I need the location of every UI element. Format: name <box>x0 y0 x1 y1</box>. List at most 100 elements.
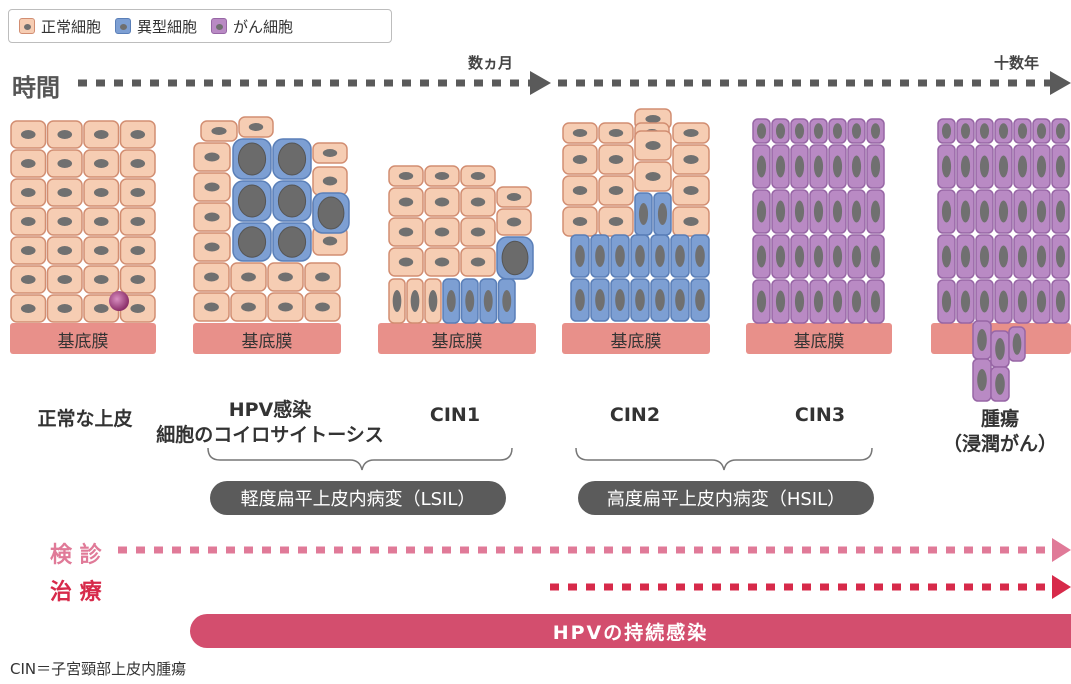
nucleus <box>870 245 881 268</box>
cancer-cell-swatch-icon <box>211 18 228 34</box>
nucleus <box>470 227 486 237</box>
nucleus <box>434 227 450 237</box>
enlarged-nucleus <box>501 240 529 276</box>
nucleus <box>851 200 862 223</box>
nucleus <box>130 304 146 313</box>
nucleus <box>20 246 36 255</box>
nucleus <box>204 302 219 312</box>
nucleus <box>278 272 293 282</box>
nucleus <box>683 129 699 137</box>
nucleus <box>1017 155 1028 178</box>
nucleus <box>575 245 585 267</box>
nucleus <box>756 290 767 313</box>
nucleus <box>794 290 805 313</box>
cell-type-legend: 正常細胞 異型細胞 がん細胞 <box>8 9 392 43</box>
nucleus <box>204 152 220 162</box>
nucleus <box>572 217 588 226</box>
nucleus <box>794 123 805 139</box>
nucleus <box>695 245 705 267</box>
nucleus <box>93 217 109 226</box>
nucleus <box>979 245 990 268</box>
normal-cell-swatch-icon <box>19 18 35 34</box>
nucleus <box>979 200 990 223</box>
nucleus <box>979 123 990 139</box>
nucleus <box>608 129 624 137</box>
basement-membranes <box>10 323 1071 354</box>
nucleus <box>655 289 665 311</box>
stage-label-koilo-line2: 細胞のコイロサイトーシス <box>156 424 384 446</box>
nucleus <box>851 123 862 139</box>
nucleus <box>832 155 843 178</box>
enlarged-nucleus <box>277 226 307 258</box>
nucleus <box>851 245 862 268</box>
time-label: 時間 <box>12 74 60 102</box>
nucleus <box>608 186 624 195</box>
hsil-brace <box>575 447 873 471</box>
nucleus <box>683 155 699 164</box>
nucleus <box>502 290 512 312</box>
nucleus <box>57 275 73 284</box>
nucleus <box>775 123 786 139</box>
nucleus <box>204 212 220 222</box>
atypical-cell-swatch-icon <box>115 18 132 34</box>
stage-label-tumor-line2: （浸潤がん） <box>942 433 1057 455</box>
nucleus <box>315 272 330 282</box>
nucleus <box>813 155 824 178</box>
nucleus <box>428 290 438 312</box>
nucleus <box>410 290 420 312</box>
lsil-pill: 軽度扁平上皮内病変（LSIL） <box>210 481 506 515</box>
nucleus <box>130 275 146 284</box>
nucleus <box>57 188 73 197</box>
nucleus <box>204 182 220 192</box>
nucleus <box>1036 290 1047 313</box>
nucleus <box>506 193 522 201</box>
nucleus <box>794 200 805 223</box>
nucleus <box>635 245 645 267</box>
nucleus <box>398 172 414 180</box>
nucleus <box>434 257 450 267</box>
nucleus <box>941 290 952 313</box>
nucleus <box>93 304 109 313</box>
lsil-brace <box>207 447 513 471</box>
nucleus <box>851 290 862 313</box>
nucleus <box>130 130 146 139</box>
nucleus <box>575 289 585 311</box>
stage-label-koilo-line1: HPV感染 <box>228 399 312 421</box>
nucleus <box>960 155 971 178</box>
nucleus <box>756 200 767 223</box>
nucleus <box>470 197 486 207</box>
legend-cancer: がん細胞 <box>211 16 293 37</box>
nucleus <box>93 275 109 284</box>
enlarged-nucleus <box>237 142 267 176</box>
years-marker: 十数年 <box>994 54 1040 72</box>
nucleus <box>595 289 605 311</box>
nucleus <box>615 245 625 267</box>
nucleus <box>572 155 588 164</box>
nucleus <box>315 302 330 312</box>
nucleus <box>93 246 109 255</box>
nucleus <box>756 155 767 178</box>
nucleus <box>1017 245 1028 268</box>
nucleus <box>1055 290 1066 313</box>
nucleus <box>977 329 987 351</box>
nucleus <box>998 245 1009 268</box>
enlarged-nucleus <box>237 226 267 258</box>
membrane-label-cin3: 基底膜 <box>793 332 845 352</box>
nucleus <box>20 130 36 139</box>
nucleus <box>1017 290 1028 313</box>
stage-label-cin1: CIN1 <box>429 404 481 426</box>
treatment-label: 治 療 <box>50 580 102 605</box>
nucleus <box>434 172 450 180</box>
nucleus <box>615 289 625 311</box>
timeline-arrow <box>78 71 1071 95</box>
nucleus <box>1036 123 1047 139</box>
nucleus <box>813 123 824 139</box>
stage-label-cin3: CIN3 <box>794 404 846 426</box>
nucleus <box>870 155 881 178</box>
nucleus <box>93 188 109 197</box>
nucleus <box>1055 123 1066 139</box>
nucleus <box>941 245 952 268</box>
nucleus <box>998 200 1009 223</box>
membrane-label-normal: 基底膜 <box>57 332 109 352</box>
